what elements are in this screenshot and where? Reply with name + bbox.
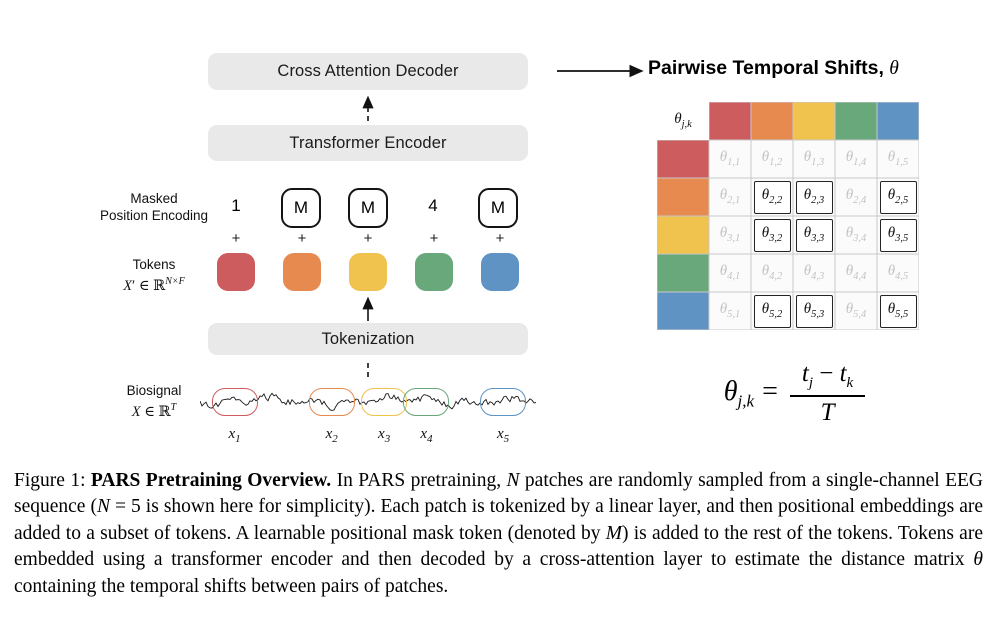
matrix-cell-1-1: θ1,1 (709, 140, 751, 178)
plus-sign: + (363, 230, 373, 247)
matrix-cell-3-2: θ3,2 (751, 216, 793, 254)
plus-sign: + (297, 230, 307, 247)
matrix-cell-2-5: θ2,5 (877, 178, 919, 216)
matrix-col-header-5 (877, 102, 919, 140)
token-2 (283, 253, 321, 291)
position-token-3: M (348, 188, 388, 228)
matrix-row-header-4 (657, 254, 709, 292)
plus-sign: + (495, 230, 505, 247)
plus-sign: + (429, 230, 439, 247)
formula-numerator: tj − tk (789, 360, 866, 397)
masked-label-line1: Masked (130, 191, 178, 206)
matrix-cell-1-2: θ1,2 (751, 140, 793, 178)
position-token-2: M (281, 188, 321, 228)
matrix-cell-4-4: θ4,4 (835, 254, 877, 292)
matrix-corner-cell: θj,k (657, 102, 709, 140)
active-cell-box: θ5,3 (795, 294, 833, 328)
matrix-cell-1-3: θ1,3 (793, 140, 835, 178)
patch-2 (308, 388, 355, 416)
patch-label-row: x1 x2 x3 x4 x5 (200, 426, 536, 446)
tokens-label-math: X′ ∈ ℝN×F (123, 276, 185, 294)
cross-attention-decoder-box: Cross Attention Decoder (208, 53, 528, 90)
matrix-row-header-1 (657, 140, 709, 178)
patch-1 (211, 388, 258, 416)
patch-label-2: x2 (325, 426, 338, 445)
matrix-row-header-2 (657, 178, 709, 216)
active-cell-box: θ2,5 (879, 180, 917, 214)
formula-lhs: θj,k= (723, 375, 778, 411)
matrix-col-header-1 (709, 102, 751, 140)
matrix-col-header-2 (751, 102, 793, 140)
active-cell-box: θ3,3 (795, 218, 833, 252)
matrix-cell-5-1: θ5,1 (709, 292, 751, 330)
patch-4 (403, 388, 450, 416)
matrix-row-header-5 (657, 292, 709, 330)
figure-caption: Figure 1: PARS Pretraining Overview. In … (14, 470, 984, 597)
tokens-label-line1: Tokens (132, 257, 176, 272)
matrix-cell-2-2: θ2,2 (751, 178, 793, 216)
matrix-cell-3-1: θ3,1 (709, 216, 751, 254)
patch-label-4: x4 (420, 426, 433, 445)
tokens-label: Tokens X′ ∈ ℝN×F (80, 256, 228, 295)
token-5 (481, 253, 519, 291)
transformer-encoder-box: Transformer Encoder (208, 125, 528, 161)
theta-formula: θj,k= tj − tk T (652, 360, 937, 427)
patch-3 (361, 388, 408, 416)
matrix-cell-1-4: θ1,4 (835, 140, 877, 178)
matrix-cell-1-5: θ1,5 (877, 140, 919, 178)
patch-label-1: x1 (228, 426, 241, 445)
position-token-4: 4 (428, 196, 438, 215)
matrix-cell-2-3: θ2,3 (793, 178, 835, 216)
token-4 (415, 253, 453, 291)
tokenization-box: Tokenization (208, 323, 528, 355)
biosignal-label: Biosignal X ∈ ℝT (80, 382, 228, 421)
biosignal-label-line1: Biosignal (126, 383, 182, 398)
patch-label-3: x3 (378, 426, 391, 445)
position-token-1: 1 (231, 196, 241, 215)
active-cell-box: θ3,2 (753, 218, 791, 252)
matrix-cell-3-3: θ3,3 (793, 216, 835, 254)
matrix-cell-2-1: θ2,1 (709, 178, 751, 216)
patch-label-5: x5 (496, 426, 510, 445)
matrix-cell-5-4: θ5,4 (835, 292, 877, 330)
plus-row: + + + + + (218, 230, 518, 247)
matrix-cell-3-5: θ3,5 (877, 216, 919, 254)
active-cell-box: θ3,5 (879, 218, 917, 252)
masked-label-line2: Position Encoding (99, 208, 209, 223)
matrix-cell-5-3: θ5,3 (793, 292, 835, 330)
masked-position-encoding-label: Masked Position Encoding (80, 190, 228, 224)
active-cell-box: θ2,3 (795, 180, 833, 214)
active-cell-box: θ5,5 (879, 294, 917, 328)
formula-denominator: T (820, 398, 835, 426)
matrix-cell-4-3: θ4,3 (793, 254, 835, 292)
matrix-cell-4-2: θ4,2 (751, 254, 793, 292)
formula-fraction: tj − tk T (789, 360, 866, 427)
matrix-cell-5-2: θ5,2 (751, 292, 793, 330)
biosignal-label-math: X ∈ ℝT (131, 402, 177, 420)
token-1 (217, 253, 255, 291)
active-cell-box: θ5,2 (753, 294, 791, 328)
matrix-row-header-3 (657, 216, 709, 254)
matrix-col-header-3 (793, 102, 835, 140)
matrix-cell-4-1: θ4,1 (709, 254, 751, 292)
active-cell-box: θ2,2 (753, 180, 791, 214)
matrix-cell-2-4: θ2,4 (835, 178, 877, 216)
matrix-cell-3-4: θ3,4 (835, 216, 877, 254)
biosignal-waveform (200, 379, 536, 423)
matrix-col-header-4 (835, 102, 877, 140)
position-token-5: M (478, 188, 518, 228)
matrix-cell-4-5: θ4,5 (877, 254, 919, 292)
token-3 (349, 253, 387, 291)
patch-5 (480, 388, 527, 416)
token-row (217, 253, 519, 291)
plus-sign: + (231, 230, 241, 247)
pairwise-shifts-title: Pairwise Temporal Shifts, θ (648, 57, 899, 79)
matrix-cell-5-5: θ5,5 (877, 292, 919, 330)
